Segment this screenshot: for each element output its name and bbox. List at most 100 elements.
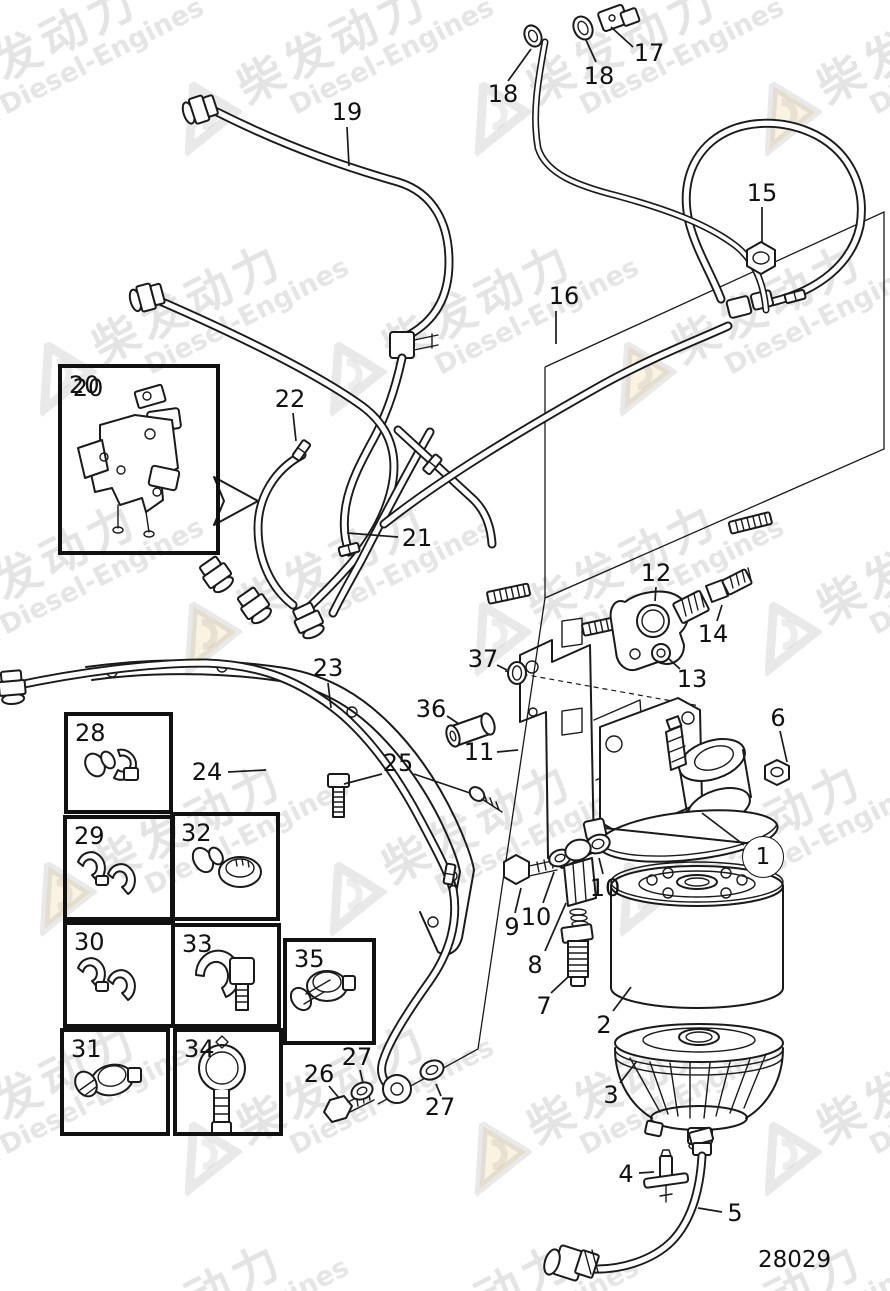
- leader-line: [585, 39, 597, 63]
- part-sketch-33: [194, 949, 255, 1011]
- vent-screw: [665, 715, 687, 771]
- inset-box-label: 34: [184, 1035, 215, 1063]
- bracket-20-sketch: [77, 383, 182, 538]
- sleeve-36: [445, 712, 496, 748]
- leader-line: [496, 664, 508, 671]
- drawing-number: 28029: [758, 1247, 832, 1273]
- callout-24: 24: [191, 758, 223, 786]
- washer-27b: [419, 1059, 445, 1081]
- inset-box-label: 28: [75, 719, 106, 747]
- callout-23: 23: [312, 654, 344, 682]
- inset-box-label: 30: [74, 928, 105, 956]
- inset-box-33: 33: [171, 923, 281, 1028]
- fuel-pipe-17-18: [523, 4, 766, 310]
- washer-10b: [585, 833, 611, 855]
- leader-line: [346, 126, 350, 167]
- leader-line: [292, 412, 297, 442]
- leader-line: [638, 1171, 655, 1174]
- barb-fitting-7: [560, 923, 594, 987]
- callout-22: 22: [274, 385, 306, 413]
- inset-box-32: 32: [170, 812, 280, 921]
- fitting-8: [563, 838, 597, 928]
- leader-line: [496, 749, 519, 753]
- leader-line: [227, 769, 267, 773]
- part-sketch-31: [74, 1063, 142, 1098]
- inset-box-label: 31: [71, 1035, 102, 1063]
- leader-line: [610, 26, 634, 48]
- callout-12: 12: [640, 559, 672, 587]
- part-sketch-28: [84, 748, 139, 781]
- leader-line: [346, 532, 399, 538]
- callout-10: 10: [589, 874, 621, 902]
- callout-3: 3: [603, 1081, 619, 1109]
- callout-37: 37: [467, 645, 499, 673]
- leader-line: [544, 902, 567, 952]
- inset-box-label: 20: [69, 371, 100, 399]
- leader-line: [598, 857, 604, 875]
- callout-18: 18: [583, 62, 615, 90]
- leader-line: [697, 1207, 723, 1213]
- filter-head-1: [582, 697, 779, 863]
- callout-13: 13: [676, 665, 708, 693]
- fuel-filter-2: [610, 861, 784, 1009]
- separator-bowl-3: [614, 1023, 784, 1151]
- perspective-plane: [377, 210, 885, 1105]
- leader-line: [413, 773, 471, 794]
- callout-11: 11: [463, 738, 495, 766]
- inset-box-30: 30: [63, 921, 175, 1028]
- leader-line: [435, 1083, 442, 1097]
- hose-5-connector: [543, 1244, 600, 1282]
- callout-5: 5: [727, 1199, 743, 1227]
- leader-line: [716, 604, 723, 622]
- callout-20: 20: [72, 374, 104, 402]
- leader-line: [668, 658, 681, 670]
- inset-box-label: 32: [181, 819, 212, 847]
- drain-hose-5: [543, 1126, 714, 1282]
- nut-6: [764, 759, 790, 786]
- inset-box-label: 35: [294, 945, 325, 973]
- callout-19: 19: [331, 98, 363, 126]
- nut-13: [651, 643, 671, 663]
- screw-25a: [327, 773, 350, 818]
- washer-27a: [350, 1081, 374, 1101]
- part-sketch-30: [77, 957, 136, 1001]
- part-sketch-32: [191, 846, 262, 888]
- leader-line: [327, 682, 332, 709]
- leader-line: [343, 773, 383, 785]
- callout-36: 36: [415, 695, 447, 723]
- banjo-bolt-17: [597, 4, 641, 32]
- inset-box-34: 34: [173, 1028, 283, 1136]
- callout-26: 26: [303, 1060, 335, 1088]
- callout-2: 2: [596, 1011, 612, 1039]
- leader-line: [619, 1060, 638, 1084]
- callout-10: 10: [520, 903, 552, 931]
- screw-25b: [468, 786, 503, 813]
- leader-line: [359, 1069, 364, 1084]
- callout-21: 21: [401, 524, 433, 552]
- leader-line: [654, 586, 657, 602]
- grommet-37: [507, 661, 527, 685]
- leader-line: [701, 812, 745, 846]
- callout-27: 27: [341, 1043, 373, 1071]
- leader-line: [550, 976, 569, 994]
- nut-15: [746, 241, 776, 275]
- callout-27: 27: [424, 1093, 456, 1121]
- callout-6: 6: [770, 704, 786, 732]
- leader-line: [542, 871, 555, 904]
- callout-18: 18: [487, 80, 519, 108]
- part-sketch-35: [289, 970, 356, 1012]
- leader-line: [507, 48, 532, 82]
- inset-box-label: 33: [182, 930, 213, 958]
- inset-arrow: [213, 476, 259, 526]
- banjo-bolt-9: [503, 854, 558, 885]
- inset-box-label: 29: [74, 822, 105, 850]
- banjo-bolt-26: [323, 1087, 375, 1123]
- callout-9: 9: [504, 913, 520, 941]
- callout-25: 25: [382, 749, 414, 777]
- hose-19: [178, 91, 449, 552]
- inset-box-29: 29: [63, 815, 175, 921]
- fitting-14: [672, 567, 753, 624]
- part-sketch-34: [198, 1035, 246, 1135]
